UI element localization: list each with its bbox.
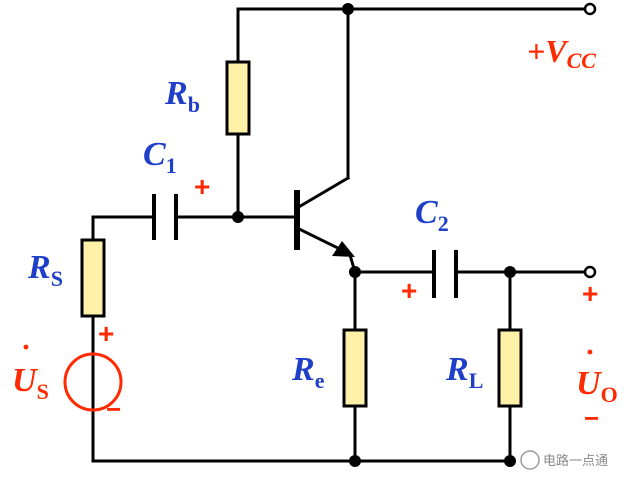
- uo-dot-accent: ·: [586, 336, 594, 369]
- sign-uo-minus: −: [584, 403, 599, 433]
- label-rl: RL: [445, 351, 483, 393]
- terminal-output: [583, 265, 597, 279]
- wechat-icon: [520, 450, 540, 470]
- resistor-rb: [225, 60, 251, 136]
- junction-dot: [232, 211, 244, 223]
- resistor-rs: [80, 238, 106, 318]
- junction-dot: [504, 266, 516, 278]
- voltage-source-us: [63, 352, 123, 412]
- sign-us-minus: −: [106, 394, 121, 424]
- label-re: Re: [291, 351, 325, 393]
- label-c2: C2: [415, 194, 449, 236]
- emitter-arrow-icon: [332, 241, 355, 257]
- transistor-collector-lead: [294, 175, 351, 211]
- label-vcc: +VCC: [527, 33, 596, 73]
- label-rb: Rb: [164, 75, 200, 117]
- junction-dot: [349, 455, 361, 467]
- label-us: US: [12, 362, 49, 404]
- capacitor-c2: [432, 250, 458, 298]
- sign-us-plus: +: [98, 318, 114, 349]
- sign-uo-plus: +: [582, 278, 598, 309]
- sign-c1-plus: +: [194, 171, 210, 202]
- watermark: 电路一点通: [520, 450, 608, 470]
- watermark-text: 电路一点通: [543, 453, 608, 469]
- junction-dot: [349, 266, 361, 278]
- capacitor-c1: [152, 194, 178, 240]
- label-uo: UO: [576, 365, 618, 407]
- label-c1: C1: [143, 136, 177, 178]
- junction-dot: [504, 455, 516, 467]
- terminal-vcc: [583, 2, 597, 16]
- junction-dot: [342, 3, 354, 15]
- transistor-npn: [294, 175, 357, 274]
- resistor-re: [342, 328, 368, 408]
- us-dot-accent: ·: [22, 331, 30, 364]
- label-rs: RS: [27, 249, 63, 291]
- sign-c2-plus: +: [401, 275, 417, 306]
- resistor-rl: [497, 328, 523, 408]
